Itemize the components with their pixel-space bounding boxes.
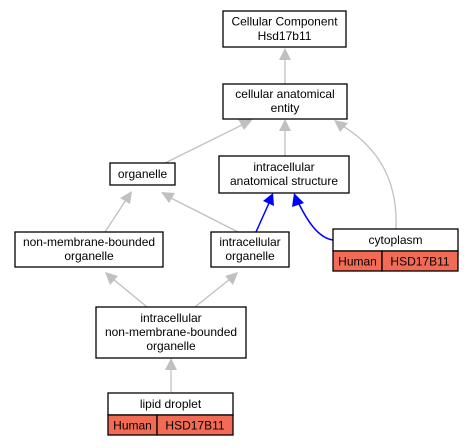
node-intracellular-organelle[interactable]: intracellular organelle	[210, 231, 290, 268]
arrowhead	[292, 193, 304, 207]
gene-label: HSD17B11	[165, 419, 224, 433]
arrowhead	[120, 191, 132, 204]
arrowhead	[225, 272, 238, 285]
arrowhead	[279, 48, 291, 60]
edge-inmbo-to-nmbo	[112, 278, 148, 308]
node-cellular-component[interactable]: Cellular Component Hsd17b11	[222, 10, 347, 48]
edge-io-to-organelle	[170, 197, 239, 233]
gene-badge: HSD17B11	[381, 250, 459, 272]
node-label-line: Cellular Component	[231, 15, 338, 29]
species-label: Human	[113, 419, 152, 433]
edge-cytoplasm-to-cae	[342, 125, 397, 230]
species-label: Human	[338, 255, 377, 269]
node-label-line: organelle	[146, 339, 196, 353]
node-cytoplasm[interactable]: cytoplasm Human HSD17B11	[332, 228, 459, 272]
node-cellular-anatomical-entity[interactable]: cellular anatomical entity	[222, 83, 348, 120]
node-label-line: Hsd17b11	[258, 29, 312, 43]
edge-cytoplasm-to-ias	[298, 203, 334, 241]
arrowhead	[238, 119, 253, 130]
node-label-line: intracellular	[140, 311, 201, 325]
node-label-line: anatomical structure	[230, 174, 338, 188]
species-badge: Human	[107, 414, 158, 436]
node-intracellular-anatomical-structure[interactable]: intracellular anatomical structure	[218, 155, 350, 194]
edges	[104, 48, 397, 392]
node-label-line: intracellular	[219, 235, 280, 249]
arrowhead	[279, 119, 291, 131]
node-intracellular-non-membrane-bounded-organelle[interactable]: intracellular non-membrane-bounded organ…	[95, 306, 247, 359]
node-label-line: cytoplasm	[368, 233, 422, 247]
node-label-line: non-membrane-bounded	[105, 325, 237, 339]
node-label-line: entity	[271, 101, 300, 115]
node-organelle[interactable]: organelle	[109, 162, 176, 186]
species-badge: Human	[332, 250, 383, 272]
edge-io-to-ias	[255, 202, 270, 233]
node-lipid-droplet[interactable]: lipid droplet Human HSD17B11	[107, 392, 234, 436]
node-non-membrane-bounded-organelle[interactable]: non-membrane-bounded organelle	[14, 231, 164, 268]
arrowhead	[165, 358, 177, 370]
arrowhead	[105, 272, 118, 285]
arrowhead	[161, 192, 175, 203]
node-label-line: organelle	[64, 249, 114, 263]
edge-organelle-to-cae	[164, 123, 245, 164]
node-label-line: non-membrane-bounded	[23, 235, 155, 249]
gene-badge: HSD17B11	[156, 414, 234, 436]
node-label-line: lipid droplet	[140, 397, 202, 411]
node-label-line: cellular anatomical	[235, 87, 334, 101]
node-label-line: organelle	[118, 167, 168, 181]
edge-nmbo-to-organelle	[104, 199, 127, 233]
arrowhead	[263, 193, 274, 206]
gene-label: HSD17B11	[390, 255, 449, 269]
node-label-line: organelle	[225, 249, 275, 263]
arrowhead	[334, 120, 348, 132]
edge-inmbo-to-io	[194, 278, 231, 308]
node-label-line: intracellular	[253, 160, 314, 174]
